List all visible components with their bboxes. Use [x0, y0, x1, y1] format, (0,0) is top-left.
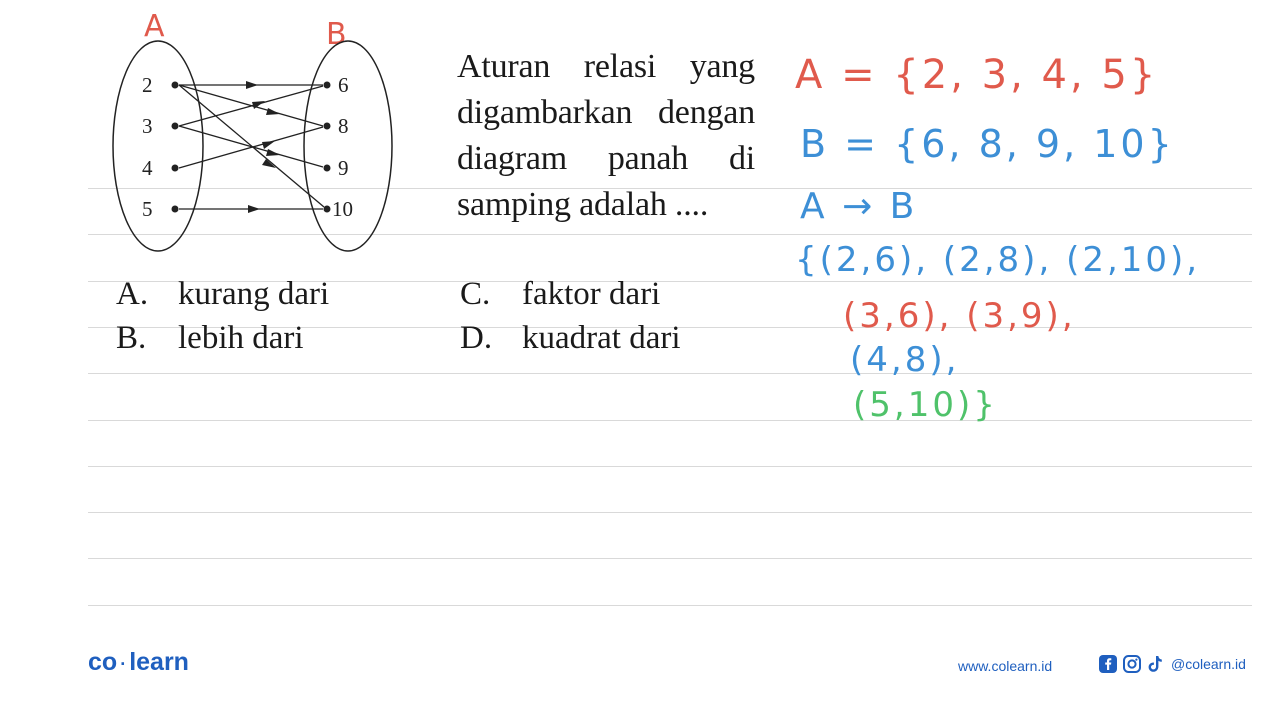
- arrowhead: [266, 108, 280, 115]
- option-letter: C.: [460, 276, 491, 312]
- handwriting-pairs-2: {(2,6), (2,8), (2,10),: [795, 240, 1201, 280]
- colearn-logo: co·learn: [88, 648, 189, 677]
- handwriting-set-a: A = {2, 3, 4, 5}: [795, 52, 1159, 98]
- b-value: 8: [338, 114, 349, 138]
- option-d: D. kuadrat dari: [460, 320, 681, 357]
- option-letter: A.: [116, 276, 149, 312]
- b-value: 10: [332, 197, 353, 221]
- b-point: [323, 122, 331, 130]
- option-text: lebih dari: [178, 320, 304, 356]
- ruled-line: [88, 327, 1252, 328]
- option-text: kurang dari: [178, 276, 330, 312]
- tiktok-icon[interactable]: [1147, 655, 1163, 673]
- social-handle[interactable]: @colearn.id: [1171, 656, 1246, 672]
- option-c: C. faktor dari: [460, 276, 660, 313]
- brand-dot: ·: [120, 654, 127, 674]
- b-point: [323, 81, 331, 89]
- set-a-label: A: [144, 9, 165, 44]
- arrowhead: [266, 149, 280, 156]
- brand-co: co: [88, 648, 118, 676]
- brand-learn: learn: [129, 648, 189, 676]
- arrowhead: [262, 159, 276, 168]
- arrowhead: [262, 141, 275, 149]
- set-a-ellipse: [112, 40, 204, 252]
- ruled-line: [88, 188, 1252, 189]
- a-point: [171, 205, 179, 213]
- handwriting-mapping: A → B: [800, 186, 918, 227]
- handwriting-pairs-3: (3,6), (3,9),: [843, 296, 1076, 336]
- b-value: 9: [338, 156, 349, 180]
- option-text: kuadrat dari: [522, 320, 681, 356]
- option-text: faktor dari: [522, 276, 661, 312]
- ruled-line: [88, 281, 1252, 282]
- arrowhead: [248, 205, 260, 213]
- option-b: B. lebih dari: [116, 320, 304, 357]
- a-value: 4: [142, 156, 153, 180]
- a-point: [171, 164, 179, 172]
- facebook-icon[interactable]: [1099, 655, 1117, 673]
- handwriting-set-b: B = {6, 8, 9, 10}: [800, 122, 1175, 166]
- question-text: Aturan relasi yang digambarkan dengan di…: [457, 48, 755, 223]
- ruled-line: [88, 605, 1252, 606]
- option-letter: D.: [460, 320, 493, 356]
- social-links: @colearn.id: [1099, 655, 1246, 673]
- a-point: [171, 81, 179, 89]
- relation-arrow: [178, 126, 324, 169]
- ruled-line: [88, 512, 1252, 513]
- option-letter: B.: [116, 320, 147, 356]
- footer-url[interactable]: www.colearn.id: [958, 658, 1053, 674]
- ruled-line: [88, 558, 1252, 559]
- option-a: A. kurang dari: [116, 276, 329, 313]
- instagram-icon[interactable]: [1123, 655, 1141, 673]
- b-value: 6: [338, 73, 349, 97]
- arrow-diagram: A B 2 3 4 5 6 8 9 10: [112, 9, 393, 252]
- handwriting-pairs-5: (5,10)}: [853, 385, 998, 425]
- handwriting-pairs-4: (4,8),: [850, 340, 960, 380]
- a-point: [171, 122, 179, 130]
- arrowhead: [252, 101, 265, 109]
- a-value: 2: [142, 73, 153, 97]
- a-value: 3: [142, 114, 153, 138]
- ruled-line: [88, 466, 1252, 467]
- relation-arrow: [178, 85, 324, 127]
- ruled-line: [88, 373, 1252, 374]
- a-value: 5: [142, 197, 153, 221]
- arrowhead: [246, 81, 258, 89]
- ruled-line: [88, 420, 1252, 421]
- b-point: [323, 205, 331, 213]
- set-b-label: B: [326, 17, 347, 52]
- b-point: [323, 164, 331, 172]
- relation-arrow: [178, 125, 324, 168]
- set-b-ellipse: [303, 40, 393, 252]
- ruled-line: [88, 234, 1252, 235]
